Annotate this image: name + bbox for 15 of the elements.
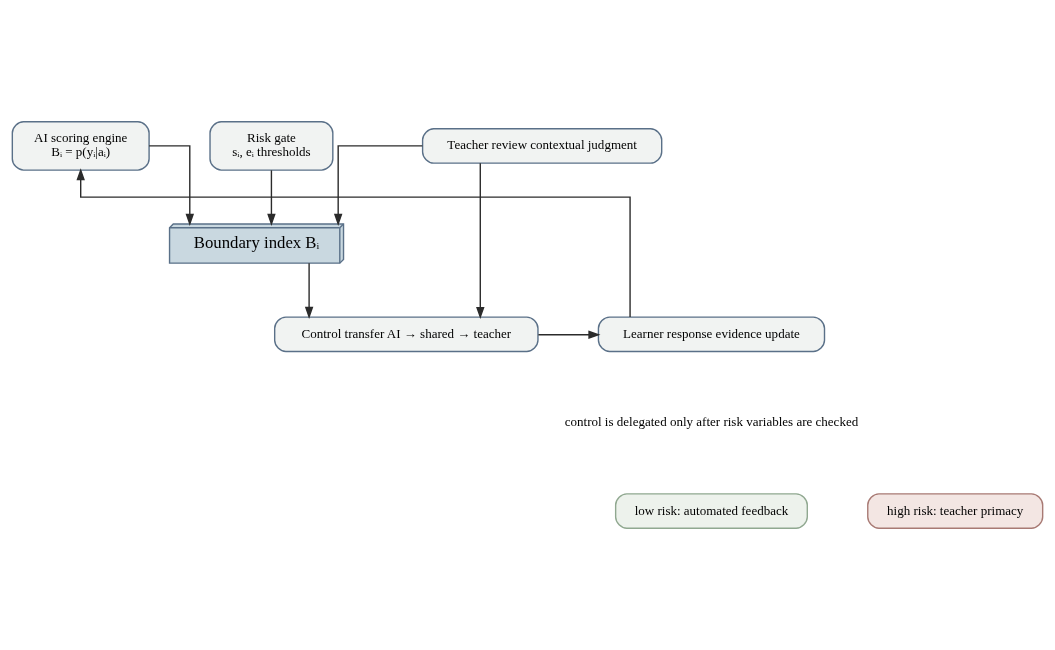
label: control is delegated only after risk variables are checked (564, 414, 859, 430)
node-box: Risk gate sᵢ, eᵢ thresholds (209, 121, 334, 171)
node-box: AI scoring engine Bᵢ = p(yᵢ|aᵢ) (11, 121, 150, 171)
node-box: low risk: automated feedback (614, 493, 808, 529)
node-box: Learner response evidence update (597, 316, 826, 353)
node-box: high risk: teacher primacy (867, 493, 1044, 529)
node-box: Control transfer AI → shared → teacher (274, 316, 539, 353)
arrow (76, 168, 631, 318)
arrow (148, 145, 195, 226)
arrow (537, 330, 601, 339)
node-box: Teacher review contextual judgment (421, 128, 663, 164)
arrow (333, 145, 423, 226)
arrow (267, 169, 276, 226)
arrow (476, 162, 485, 320)
arrow (304, 262, 314, 319)
